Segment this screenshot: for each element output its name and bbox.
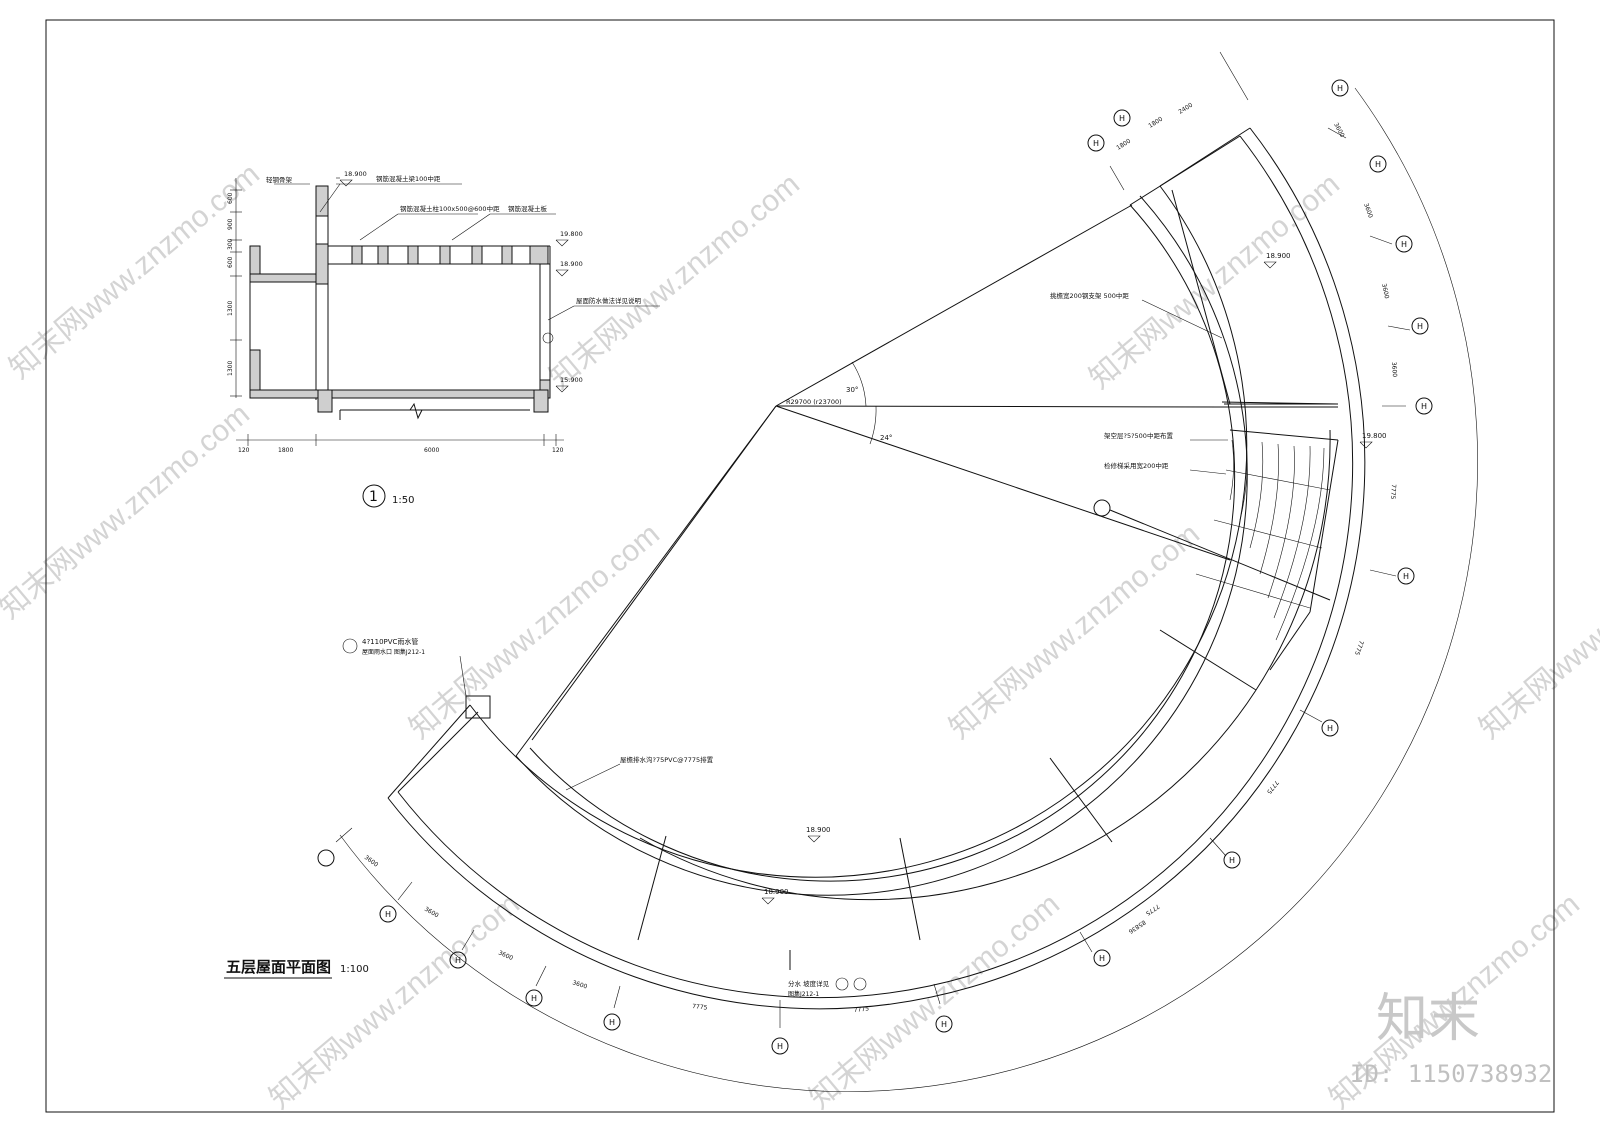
- dim-text: 600: [227, 192, 234, 204]
- radius-note: R29700 (r23700): [786, 398, 842, 406]
- elevation-mark: 18.900: [344, 170, 367, 178]
- dim-text: 1800: [278, 447, 293, 454]
- dim-text: 7775: [1389, 484, 1397, 500]
- dim-text: 3600: [497, 949, 514, 962]
- dim-text: 2400: [1177, 102, 1194, 116]
- axis-label: H: [1401, 240, 1407, 249]
- axis-label: H: [941, 1020, 947, 1029]
- axis-label: H: [1229, 856, 1235, 865]
- axis-label: H: [1327, 724, 1333, 733]
- watermark-text: 知末网www.znzmo.com: [543, 168, 806, 396]
- elevation-mark: 18.900: [1266, 252, 1291, 260]
- elevation-mark: 19.800: [1362, 432, 1387, 440]
- parapet: [315, 185, 329, 217]
- watermark-text: 知末网www.znzmo.com: [3, 158, 266, 386]
- dim-text: 6000: [424, 447, 439, 454]
- plan-note: 架空层?5?500中距布置: [1104, 431, 1173, 440]
- dim-text: 7775: [1353, 639, 1365, 656]
- angle-label: 24°: [880, 434, 892, 442]
- elevation-mark: 19.800: [560, 230, 583, 238]
- detail-note: 轻钢骨架: [266, 175, 293, 184]
- axis-label: H: [1417, 322, 1423, 331]
- plan-note: 检修梯采用宽200中距: [1104, 461, 1169, 470]
- axis-label: H: [1421, 402, 1427, 411]
- dim-text: 7775: [853, 1005, 869, 1014]
- watermark-text: 知末网www.znzmo.com: [403, 518, 666, 746]
- detail-note: 钢筋混凝土柱100x500@600中距: [400, 204, 500, 213]
- watermark-text: 知末网www.znzmo.com: [0, 398, 256, 626]
- watermark-text: 知末网www.znzmo.com: [803, 888, 1066, 1116]
- watermark-text: 知末网www.znzmo.com: [1473, 518, 1600, 746]
- axis-label: H: [609, 1018, 615, 1027]
- dim-text: 3600: [423, 906, 440, 920]
- detail-section: 600 900 300 600 1300 1300: [227, 170, 660, 508]
- axis-label: H: [1119, 114, 1125, 123]
- dim-text: 900: [227, 218, 234, 230]
- detail-note: 钢筋混凝土板: [508, 204, 548, 213]
- detail-number: 1: [369, 489, 378, 505]
- plan-note: 分水 坡度详见: [788, 979, 830, 988]
- detail-tag: [362, 484, 386, 508]
- dim-text: 3600: [363, 854, 380, 869]
- axis-label: H: [531, 994, 537, 1003]
- plan-title: 五层屋面平面图: [226, 958, 331, 976]
- roof-plan: 30° 24° R29700 (r23700): [224, 51, 1478, 1092]
- dim-text: 120: [552, 447, 564, 454]
- dim-text: 600: [227, 256, 234, 268]
- elevation-mark: 18.900: [560, 260, 583, 268]
- dim-text: 300: [227, 238, 234, 250]
- dim-text: 85836: [1127, 918, 1147, 935]
- plan-note: 挑檐宽200钢支架 500中距: [1050, 291, 1129, 300]
- dim-text: 3600: [1362, 202, 1374, 219]
- dim-text: 3600: [1332, 122, 1345, 139]
- dim-text: 120: [238, 447, 250, 454]
- axis-label: H: [1093, 139, 1099, 148]
- detail-note: 钢筋混凝土梁100中距: [376, 174, 441, 183]
- elevation-mark: 18.900: [764, 888, 789, 896]
- dim-text: 3600: [571, 979, 588, 990]
- dim-text: 3600: [1380, 283, 1390, 300]
- elevation-mark: 18.900: [806, 826, 831, 834]
- elevation-mark: 15.900: [560, 376, 583, 384]
- axis-label: H: [1337, 84, 1343, 93]
- plan-note: 屋面雨水口 图集J212-1: [362, 648, 425, 656]
- sheet-border: [45, 19, 1555, 1113]
- dim-text: 7775: [692, 1003, 708, 1012]
- axis-label: H: [1403, 572, 1409, 581]
- angle-label: 30°: [846, 386, 858, 394]
- axis-label: H: [385, 910, 391, 919]
- plan-scale: 1:100: [340, 964, 369, 975]
- plan-note: 图集J212-1: [788, 990, 819, 998]
- dim-text: 7775: [1144, 902, 1161, 916]
- dim-text: 7775: [1265, 779, 1280, 795]
- stair-block: [1093, 429, 1339, 671]
- axis-label: H: [1099, 954, 1105, 963]
- axis-label: H: [1375, 160, 1381, 169]
- detail-scale: 1:50: [392, 495, 414, 506]
- axis-bubbles: H H H H H H H H H H H H H H: [317, 79, 1433, 1055]
- watermark-text: 知末网www.znzmo.com: [943, 518, 1206, 746]
- dim-text: 3600: [1390, 362, 1398, 378]
- dim-text: 1300: [227, 301, 234, 316]
- detail-note: 屋面防水做法详见说明: [576, 296, 642, 305]
- axis-label: H: [777, 1042, 783, 1051]
- plan-note: 4?110PVC雨水管: [362, 637, 418, 646]
- axis-label: H: [455, 956, 461, 965]
- dim-text: 1800: [1147, 116, 1164, 130]
- brand-id: ID: 1150738932: [1350, 1060, 1552, 1088]
- dim-text: 1300: [227, 361, 234, 376]
- dim-text: 1800: [1115, 138, 1132, 152]
- watermark-text: 知末网www.znzmo.com: [263, 888, 526, 1116]
- brand-logo: 知末: [1376, 989, 1480, 1049]
- plan-note: 屋檐排水沟?75PVC@7775排置: [620, 755, 714, 764]
